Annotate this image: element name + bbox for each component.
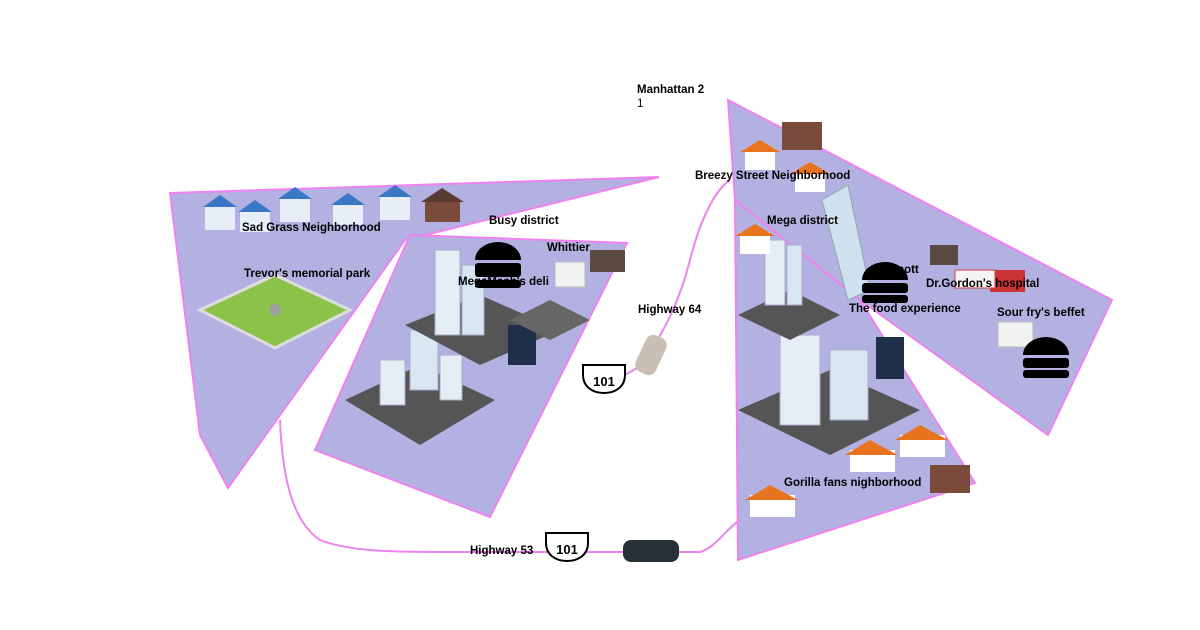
label-whittier: Whittier bbox=[547, 242, 590, 254]
label-hospital: Dr.Gordon's hospital bbox=[926, 278, 1040, 290]
car-icon bbox=[635, 334, 667, 376]
label-scott: Scott bbox=[890, 264, 919, 276]
label-highway-64: Highway 64 bbox=[638, 304, 702, 316]
shield-number: 101 bbox=[593, 374, 615, 389]
park-icon bbox=[196, 273, 354, 350]
label-highway-53: Highway 53 bbox=[470, 545, 534, 557]
building-icons-right bbox=[735, 122, 1034, 517]
label-mega-district: Mega district bbox=[767, 215, 838, 227]
region-sad-grass[interactable] bbox=[168, 176, 660, 490]
diagram-subtitle: 1 bbox=[637, 98, 644, 110]
label-buffet: Sour fry's beffet bbox=[997, 307, 1085, 319]
label-breezy-street: Breezy Street Neighborhood bbox=[695, 170, 851, 182]
house-icons bbox=[203, 185, 464, 232]
diagram-title: Manhattan 2 bbox=[637, 84, 705, 96]
building-icons-left bbox=[345, 249, 625, 445]
label-busy-district: Busy district bbox=[489, 215, 559, 227]
car-icon bbox=[623, 540, 679, 562]
label-park: Trevor's memorial park bbox=[244, 268, 371, 280]
highway-53-road[interactable] bbox=[279, 419, 741, 553]
burger-icon bbox=[475, 242, 1069, 378]
shield-number: 101 bbox=[556, 542, 578, 557]
label-gorilla-fans: Gorilla fans nighborhood bbox=[784, 477, 922, 489]
label-food-experience: The food experience bbox=[849, 303, 961, 315]
label-sad-grass: Sad Grass Neighborhood bbox=[242, 222, 381, 234]
label-deli: MegaMash's deli bbox=[458, 276, 549, 288]
highway-shield-icon bbox=[545, 364, 626, 563]
